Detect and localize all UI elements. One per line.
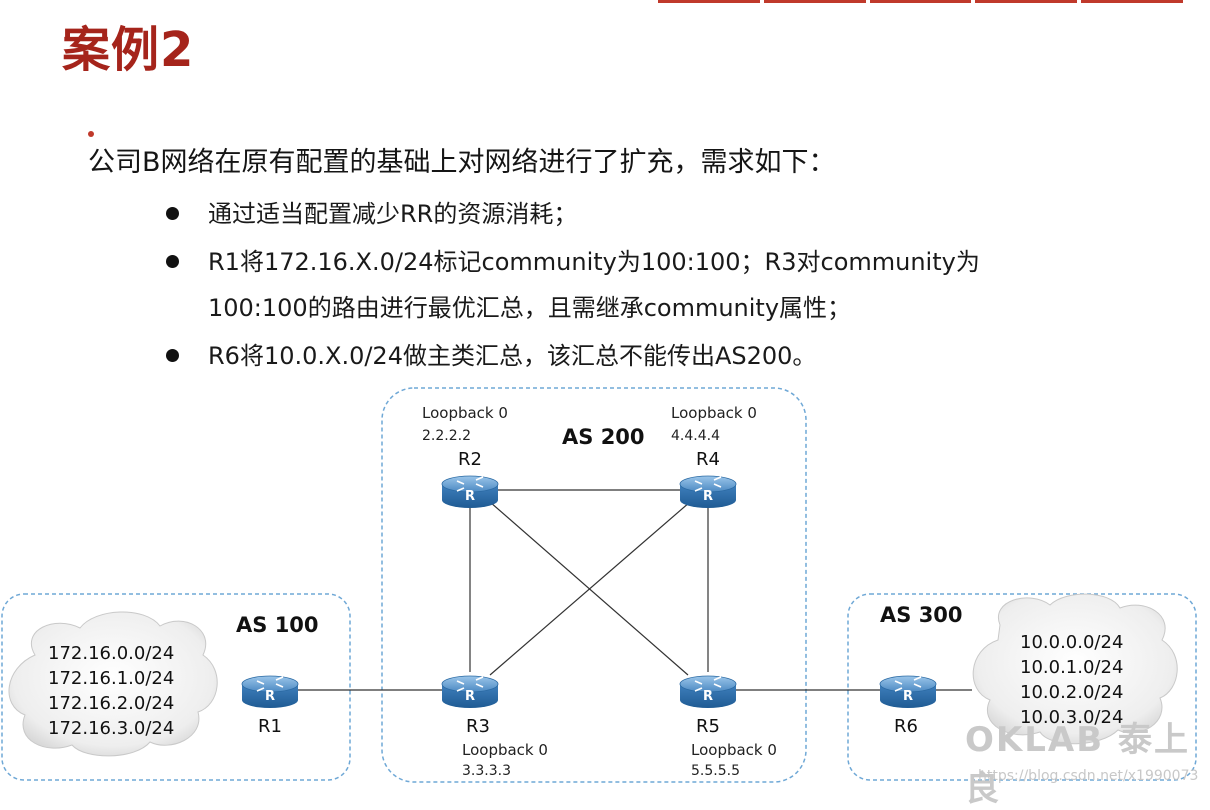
link-r4-r3 <box>489 501 691 676</box>
router-glyph: R <box>265 689 275 704</box>
loopback-ip-r4: 4.4.4.4 <box>671 428 720 444</box>
router-glyph: R <box>903 689 913 704</box>
prefix-left: 172.16.1.0/24 <box>48 668 174 689</box>
as200-label: AS 200 <box>562 425 645 449</box>
as200-boundary <box>381 387 807 783</box>
loopback-label-r2: Loopback 0 <box>422 404 508 422</box>
router-name-r1: R1 <box>258 716 282 737</box>
router-glyph: R <box>465 689 475 704</box>
requirement-item: R1将172.16.X.0/24标记community为100:100；R3对c… <box>160 238 980 286</box>
router-glyph: R <box>703 489 713 504</box>
router-icon-r3: R <box>441 675 499 709</box>
loopback-label-r5: Loopback 0 <box>691 741 777 759</box>
as300-label: AS 300 <box>880 603 963 627</box>
router-icon-r1: R <box>241 675 299 709</box>
watermark-url: https://blog.csdn.net/x1990073 <box>978 768 1199 784</box>
requirement-item: R6将10.0.X.0/24做主类汇总，该汇总不能传出AS200。 <box>160 332 980 380</box>
intro-text: 公司B网络在原有配置的基础上对网络进行了扩充，需求如下： <box>88 147 836 178</box>
as100-label: AS 100 <box>236 613 319 637</box>
router-name-r3: R3 <box>466 716 490 737</box>
requirements-list: 通过适当配置减少RR的资源消耗； R1将172.16.X.0/24标记commu… <box>160 190 980 380</box>
router-icon-r2: R <box>441 475 499 509</box>
pointer-dot <box>88 131 94 137</box>
router-icon-r5: R <box>679 675 737 709</box>
router-name-r2: R2 <box>458 449 482 470</box>
prefix-right: 10.0.2.0/24 <box>1020 682 1123 703</box>
router-glyph: R <box>465 489 475 504</box>
router-icon-r6: R <box>879 675 937 709</box>
links <box>298 489 972 691</box>
top-accent-bar <box>658 0 1183 3</box>
as300-boundary <box>847 593 1197 781</box>
loopback-label-r3: Loopback 0 <box>462 741 548 759</box>
requirement-item: 通过适当配置减少RR的资源消耗； <box>160 190 980 238</box>
network-topology: R R R R R R AS 100 AS 200 AS 300 R1 R2 R… <box>1 387 1197 783</box>
router-glyph: R <box>703 689 713 704</box>
as100-boundary <box>1 593 351 781</box>
router-name-r6: R6 <box>894 716 918 737</box>
prefix-right: 10.0.1.0/24 <box>1020 657 1123 678</box>
loopback-ip-r5: 5.5.5.5 <box>691 763 740 779</box>
prefix-right: 10.0.3.0/24 <box>1020 707 1123 728</box>
router-name-r5: R5 <box>696 716 720 737</box>
prefix-left: 172.16.2.0/24 <box>48 693 174 714</box>
prefix-left: 172.16.3.0/24 <box>48 718 174 739</box>
watermark-brand: OKLAB 泰上良 <box>965 720 1190 809</box>
loopback-ip-r2: 2.2.2.2 <box>422 428 471 444</box>
requirement-item-continued: 100:100的路由进行最优汇总，且需继承community属性； <box>208 294 852 322</box>
loopback-ip-r3: 3.3.3.3 <box>462 763 511 779</box>
router-icon-r4: R <box>679 475 737 509</box>
slide-title: 案例2 <box>62 22 195 78</box>
prefix-left: 172.16.0.0/24 <box>48 643 174 664</box>
prefix-right: 10.0.0.0/24 <box>1020 632 1123 653</box>
loopback-label-r4: Loopback 0 <box>671 404 757 422</box>
router-name-r4: R4 <box>696 449 720 470</box>
network-cloud-left <box>8 611 218 757</box>
link-r2-r5 <box>489 501 689 676</box>
network-cloud-right <box>972 593 1178 745</box>
